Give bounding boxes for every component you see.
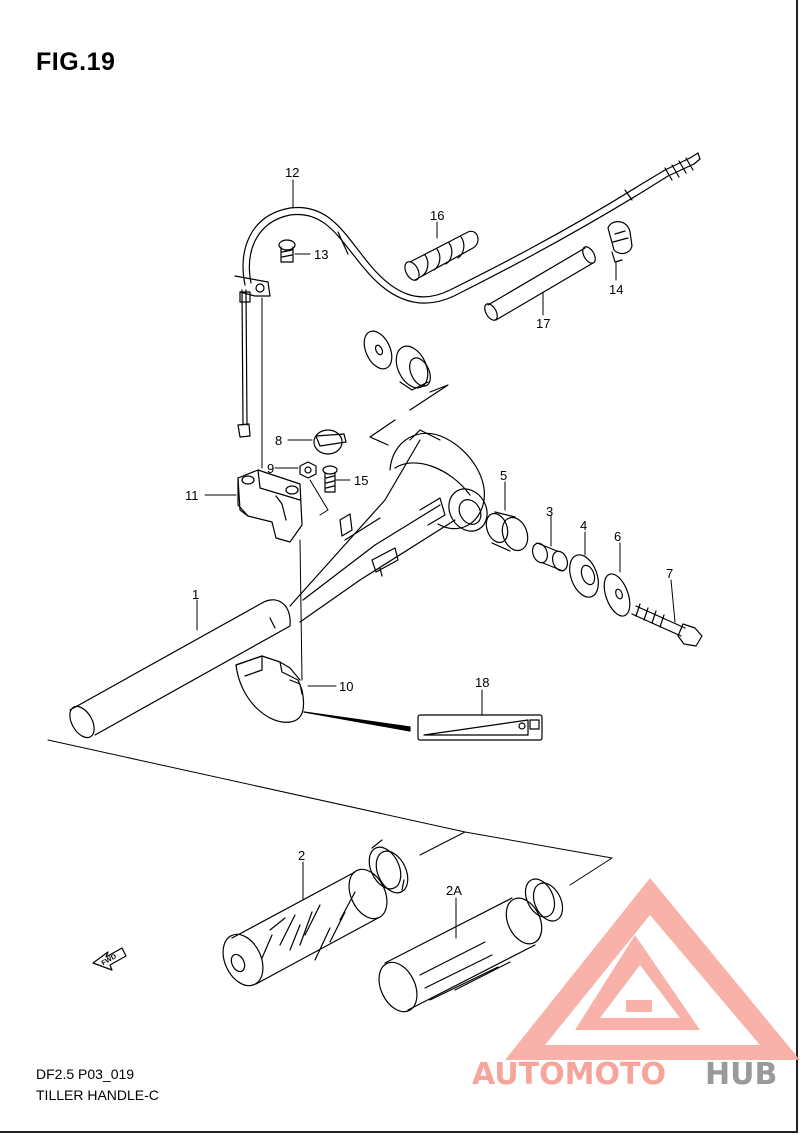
part-2a-grip [378, 878, 564, 1013]
part-8-knob [313, 429, 347, 455]
callout-5: 5 [500, 468, 507, 483]
part-7-bolt [631, 603, 703, 647]
part-17-tube [484, 246, 596, 321]
callout-9: 9 [267, 461, 274, 476]
callout-8: 8 [275, 433, 282, 448]
callout-13: 13 [314, 247, 328, 262]
callout-3: 3 [546, 504, 553, 519]
watermark-logo: AUTOMOTO HUB [472, 878, 800, 1092]
callout-16: 16 [430, 208, 444, 223]
callout-2: 2 [298, 848, 305, 863]
part-5-bushing [485, 511, 529, 552]
callout-10: 10 [339, 679, 353, 694]
friction-washer [363, 330, 393, 370]
watermark-text-secondary: HUB [705, 1057, 777, 1092]
part-2-grip [222, 839, 409, 987]
leader-lines [47, 179, 676, 939]
part-13-screw [278, 239, 296, 263]
figure-title: FIG.19 [36, 48, 116, 76]
callout-11: 11 [185, 488, 199, 503]
watermark-text-primary: AUTOMOTO [472, 1057, 666, 1092]
callout-14: 14 [609, 282, 623, 297]
model-code: DF2.5 P03_019 [36, 1066, 135, 1082]
fwd-arrow-icon [92, 947, 127, 971]
callout-1: 1 [192, 587, 199, 602]
throttle-cable [234, 152, 701, 438]
part-15-screw [322, 465, 338, 493]
callout-17: 17 [536, 316, 550, 331]
callout-7: 7 [666, 566, 673, 581]
part-6-washer [603, 573, 631, 617]
assembly-name: TILLER HANDLE-C [36, 1087, 159, 1103]
part-18-decal [417, 714, 543, 741]
part-11-holder-upper [237, 469, 303, 543]
part-9-nut [299, 461, 317, 479]
callout-15: 15 [354, 473, 368, 488]
part-10-holder-lower [235, 655, 305, 723]
callout-labels: 12 13 16 14 17 8 9 15 11 5 3 4 6 7 1 10 … [101, 165, 674, 967]
callout-18: 18 [475, 675, 489, 690]
part-14-clip [607, 221, 633, 263]
part-3-collar [531, 542, 569, 572]
part-1-tiller-handle [69, 429, 488, 739]
part-16-sleeve [404, 230, 479, 281]
friction-collar [395, 345, 431, 391]
callout-12: 12 [285, 165, 299, 180]
callout-6: 6 [614, 529, 621, 544]
callout-4: 4 [580, 518, 587, 533]
part-4-washer [569, 554, 599, 598]
callout-2a: 2A [446, 883, 462, 898]
